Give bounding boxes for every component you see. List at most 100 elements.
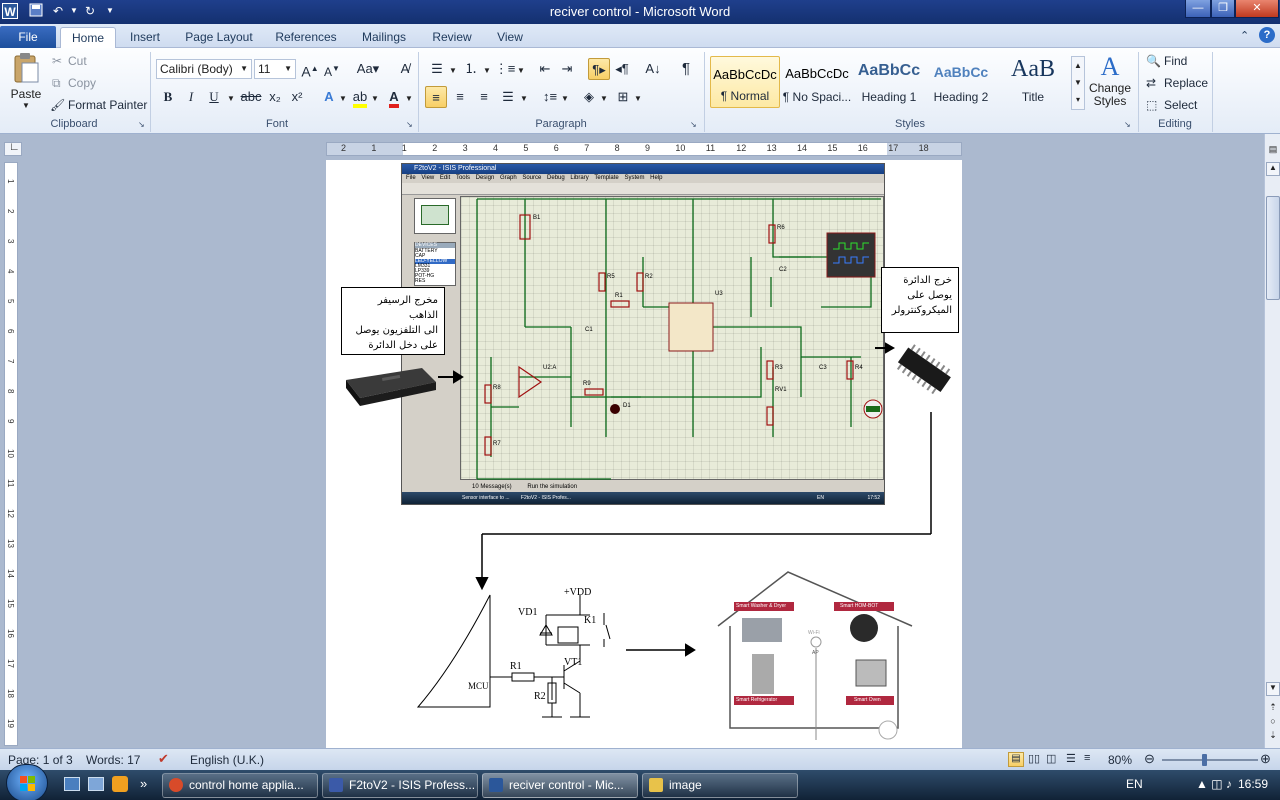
format-painter-button[interactable]: Format Painter — [68, 98, 148, 112]
bold-button[interactable]: B — [163, 89, 173, 104]
tab-review[interactable]: Review — [432, 30, 472, 44]
taskbar-item-chrome[interactable]: control home applia... — [162, 773, 318, 798]
save-icon[interactable] — [28, 3, 44, 19]
chevron-down-icon[interactable]: ▼ — [600, 94, 608, 103]
underline-button[interactable]: U — [209, 89, 219, 104]
system-clock[interactable]: 16:59 — [1238, 777, 1269, 791]
minimize-button[interactable]: — — [1185, 0, 1211, 18]
language-indicator[interactable]: English (U.K.) — [190, 753, 265, 767]
zoom-out-icon[interactable]: ⊖ — [1144, 751, 1155, 766]
zoom-level[interactable]: 80% — [1108, 753, 1133, 767]
align-left-icon[interactable]: ≡ — [425, 86, 447, 108]
chevron-down-icon[interactable]: ▼ — [449, 66, 457, 75]
cut-button[interactable]: Cut — [68, 54, 87, 68]
find-button[interactable]: Find — [1164, 54, 1188, 68]
increase-indent-icon[interactable]: ⇥ — [561, 61, 573, 76]
sort-icon[interactable]: A↓ — [645, 61, 661, 76]
style-title[interactable]: AaB Title — [998, 56, 1068, 108]
font-launcher-icon[interactable]: ↘ — [406, 120, 413, 129]
start-button[interactable] — [6, 764, 48, 800]
italic-button[interactable]: I — [188, 89, 194, 104]
tab-mailings[interactable]: Mailings — [361, 30, 406, 44]
draft-icon[interactable]: ≡ — [1084, 752, 1091, 764]
chevron-down-icon[interactable]: ▼ — [517, 66, 525, 75]
change-styles-button[interactable]: A Change Styles — [1088, 52, 1132, 116]
maximize-button[interactable]: ❐ — [1211, 0, 1235, 18]
clipboard-launcher-icon[interactable]: ↘ — [138, 120, 145, 129]
chevron-down-icon[interactable]: ▼ — [561, 94, 569, 103]
page-indicator[interactable]: Page: 1 of 3 — [8, 753, 73, 767]
shrink-font-icon[interactable]: A▼ — [324, 64, 340, 79]
undo-icon[interactable]: ↶ — [52, 4, 64, 18]
rtl-icon[interactable]: ◂¶ — [615, 61, 629, 76]
copy-button[interactable]: Copy — [68, 76, 97, 90]
chevron-down-icon[interactable]: ▼ — [227, 94, 235, 103]
media-player-icon[interactable] — [112, 776, 128, 792]
previous-page-icon[interactable]: ⇡ — [1269, 702, 1277, 712]
style-normal[interactable]: AaBbCcDc ¶ Normal — [710, 56, 780, 108]
style-heading-2[interactable]: AaBbCc Heading 2 — [926, 56, 996, 108]
change-case-icon[interactable]: Aa▾ — [356, 61, 380, 76]
align-right-icon[interactable]: ≡ — [480, 89, 488, 104]
styles-launcher-icon[interactable]: ↘ — [1124, 120, 1131, 129]
decrease-indent-icon[interactable]: ⇤ — [539, 61, 551, 76]
browse-object-icon[interactable]: ○ — [1270, 716, 1276, 726]
replace-button[interactable]: Replace — [1164, 76, 1209, 90]
tab-page-layout[interactable]: Page Layout — [185, 30, 253, 44]
subscript-button[interactable]: x₂ — [269, 89, 281, 104]
styles-scroll[interactable]: ▲▼▾ — [1071, 56, 1085, 110]
paste-button[interactable]: Paste ▼ — [6, 52, 46, 112]
font-size-combo[interactable]: 11▼ — [254, 59, 296, 79]
borders-icon[interactable]: ⊞ — [617, 89, 629, 104]
document-page[interactable]: F2toV2 - ISIS Professional File View Edi… — [326, 160, 962, 750]
line-spacing-icon[interactable]: ↕≡ — [542, 89, 558, 104]
clear-formatting-icon[interactable]: A̸ — [400, 61, 410, 76]
chevron-down-icon[interactable]: ▼ — [405, 94, 413, 103]
ltr-icon[interactable]: ¶▸ — [588, 58, 610, 80]
vertical-scrollbar[interactable]: ▤ ▲ ▼ ⇡ ○ ⇣ — [1264, 134, 1280, 748]
multilevel-list-icon[interactable]: ⋮≡ — [494, 61, 516, 76]
align-center-icon[interactable]: ≡ — [456, 89, 464, 104]
strikethrough-button[interactable]: abc — [240, 89, 262, 104]
outline-icon[interactable]: ☰ — [1066, 753, 1076, 765]
font-color-icon[interactable]: A — [383, 86, 405, 108]
chevron-down-icon[interactable]: ▼ — [634, 94, 642, 103]
tab-references[interactable]: References — [275, 30, 337, 44]
web-layout-icon[interactable]: ◫ — [1046, 753, 1057, 765]
show-formatting-icon[interactable]: ¶ — [681, 60, 691, 77]
customize-icon[interactable]: ▼ — [106, 6, 114, 15]
zoom-slider-thumb[interactable] — [1202, 754, 1207, 766]
chevron-down-icon[interactable]: ▼ — [339, 94, 347, 103]
bullets-icon[interactable]: ☰ — [431, 61, 443, 76]
grow-font-icon[interactable]: A▲ — [301, 63, 319, 80]
tab-selector[interactable]: ∟ — [4, 141, 22, 156]
next-page-icon[interactable]: ⇣ — [1269, 730, 1277, 740]
tray-icons[interactable]: ▲ ◫ ♪ — [1196, 777, 1232, 791]
help-icon[interactable]: ? — [1259, 27, 1275, 43]
font-family-combo[interactable]: Calibri (Body)▼ — [156, 59, 252, 79]
style-heading-1[interactable]: AaBbCc Heading 1 — [854, 56, 924, 108]
close-button[interactable]: ✕ — [1235, 0, 1279, 18]
show-desktop-icon[interactable] — [64, 777, 80, 791]
taskbar-item-image[interactable]: image — [642, 773, 798, 798]
quick-launch-more-icon[interactable]: » — [140, 776, 148, 791]
superscript-button[interactable]: x² — [291, 89, 303, 104]
tab-file[interactable]: File — [0, 26, 56, 48]
full-screen-reading-icon[interactable]: ▯▯ — [1028, 753, 1041, 765]
zoom-in-icon[interactable]: ⊕ — [1260, 751, 1271, 766]
tab-insert[interactable]: Insert — [129, 30, 160, 44]
print-layout-icon[interactable]: ▤ — [1008, 752, 1024, 767]
justify-icon[interactable]: ☰ — [502, 89, 514, 104]
explorer-icon[interactable] — [88, 777, 104, 791]
word-count[interactable]: Words: 17 — [86, 753, 141, 767]
redo-icon[interactable]: ↻ — [84, 4, 96, 18]
zoom-slider[interactable] — [1162, 759, 1258, 761]
text-effects-icon[interactable]: A — [324, 89, 334, 104]
chevron-down-icon[interactable]: ▼ — [371, 94, 379, 103]
ruler-toggle-icon[interactable]: ▤ — [1268, 144, 1278, 154]
tab-home[interactable]: Home — [60, 27, 116, 48]
word-icon[interactable]: W — [2, 3, 18, 19]
highlight-icon[interactable]: ab — [349, 86, 371, 108]
